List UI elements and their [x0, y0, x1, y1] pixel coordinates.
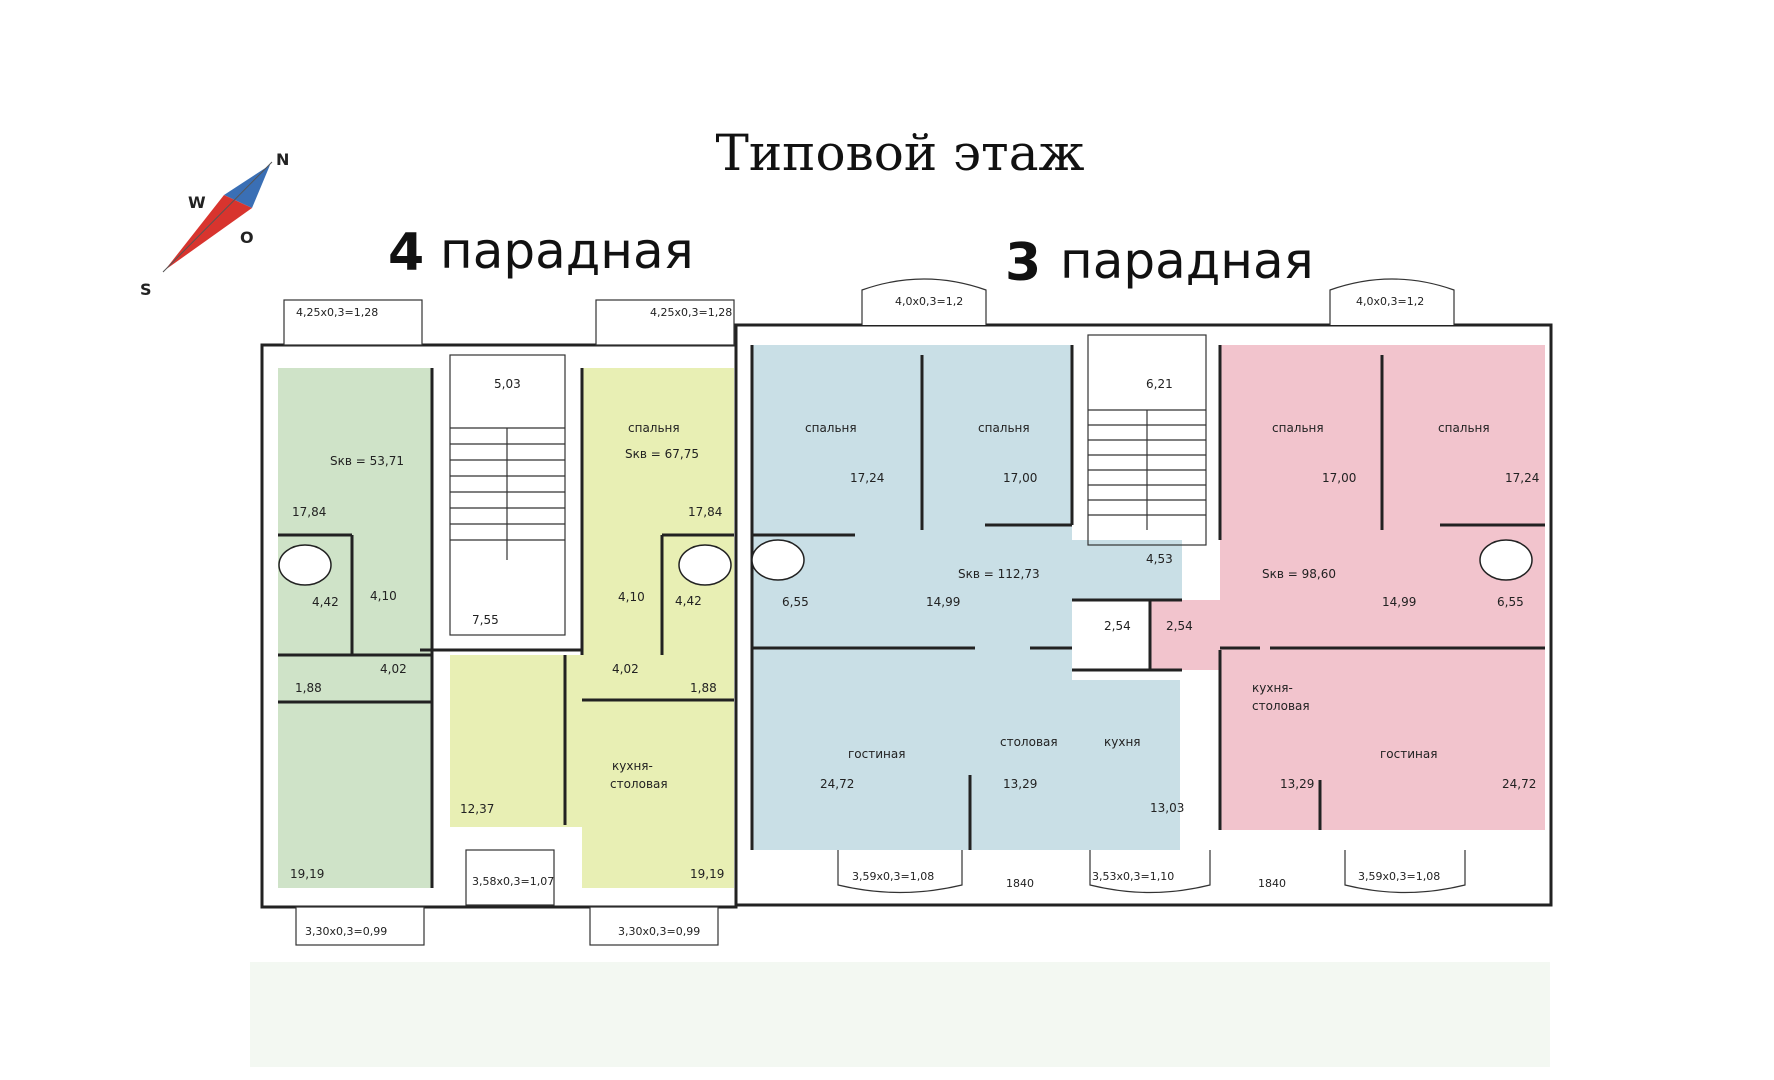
stair-label-4: 4,53: [1146, 552, 1173, 566]
balcony-label-10: 3,53x0,3=1,10: [1092, 870, 1174, 883]
pink-room-7: 24,72: [1502, 777, 1536, 791]
green-room-3: 4,10: [370, 589, 397, 603]
balcony-label-3: 4,0x0,3=1,2: [895, 295, 963, 308]
yellow-kitchen-line2: столовая: [610, 777, 668, 791]
pink-room-2: 17,24: [1505, 471, 1539, 485]
stair-label-1: 5,03: [494, 377, 521, 391]
apartment-blue-fill-2: [1072, 540, 1182, 600]
blue-bedroom-1: спальня: [805, 421, 857, 435]
balcony-label-5: 3,30x0,3=0,99: [305, 925, 387, 938]
balcony-label-6: 3,58x0,3=1,07: [472, 875, 554, 888]
compass-s-label: S: [140, 280, 152, 299]
entrance-4-heading: 4 парадная: [388, 222, 694, 283]
balcony-label-9: 1840: [1006, 877, 1034, 890]
yellow-room-2: 4,10: [618, 590, 645, 604]
blue-room-1: 17,24: [850, 471, 884, 485]
blue-room-5: 2,54: [1104, 619, 1131, 633]
apartment-blue: [752, 345, 1182, 850]
apartment-yellow: [450, 368, 734, 888]
apartment-yellow-fill: [582, 368, 734, 888]
blue-room-6: 24,72: [820, 777, 854, 791]
balcony-label-7: 3,30x0,3=0,99: [618, 925, 700, 938]
apartment-blue-fill: [752, 345, 1072, 850]
stair-label-2: 7,55: [472, 613, 499, 627]
balconies: [283, 278, 1466, 946]
entrance-3-word: парадная: [1060, 232, 1314, 290]
blue-bedroom-2: спальня: [978, 421, 1030, 435]
bathtub-icon: [278, 539, 1533, 586]
yellow-kitchen-line1: кухня-: [612, 759, 653, 773]
pink-room-5: 2,54: [1166, 619, 1193, 633]
entrance-4-word: парадная: [440, 222, 694, 280]
balcony-label-1: 4,25x0,3=1,28: [296, 306, 378, 319]
blue-area: Sкв = 112,73: [958, 567, 1040, 581]
compass-icon: N W O S: [140, 150, 289, 299]
blue-room-7: 13,29: [1003, 777, 1037, 791]
pink-room-6: 13,29: [1280, 777, 1314, 791]
green-room-5: 4,02: [380, 662, 407, 676]
walls: [260, 323, 1553, 909]
balcony-label-8: 3,59x0,3=1,08: [852, 870, 934, 883]
apartment-pink: [1150, 345, 1545, 830]
stairwell-left: [449, 354, 566, 636]
blue-room-2: 17,00: [1003, 471, 1037, 485]
yellow-area: Sкв = 67,75: [625, 447, 699, 461]
pink-living: гостиная: [1380, 747, 1437, 761]
blue-room-3: 6,55: [782, 595, 809, 609]
page-title: Типовой этаж: [715, 124, 1084, 182]
balcony-label-4: 4,0x0,3=1,2: [1356, 295, 1424, 308]
green-room-1: 17,84: [292, 505, 326, 519]
blue-room-4: 14,99: [926, 595, 960, 609]
yellow-room-7: 19,19: [690, 867, 724, 881]
yellow-room-6: 12,37: [460, 802, 494, 816]
apartment-green-fill: [278, 368, 432, 888]
apartment-pink-fill-2: [1150, 600, 1220, 670]
pink-bedroom-2: спальня: [1438, 421, 1490, 435]
green-area: Sкв = 53,71: [330, 454, 404, 468]
balcony-label-2: 4,25x0,3=1,28: [650, 306, 732, 319]
bottom-strip: [250, 962, 1550, 1067]
yellow-room-3: 4,42: [675, 594, 702, 608]
entrance-3-number: 3: [1005, 233, 1041, 293]
balcony-label-11: 1840: [1258, 877, 1286, 890]
pink-kitchen-line2: столовая: [1252, 699, 1310, 713]
compass-o-label: O: [240, 228, 254, 247]
pink-bedroom-1: спальня: [1272, 421, 1324, 435]
apartment-green: [278, 368, 432, 888]
blue-dining: столовая: [1000, 735, 1058, 749]
compass-south-needle: [165, 195, 252, 270]
yellow-room-5: 1,88: [690, 681, 717, 695]
entrance-3-heading: 3 парадная: [1005, 232, 1314, 293]
yellow-room-4: 4,02: [612, 662, 639, 676]
stairwell-right: [1087, 334, 1207, 546]
stair-label-3: 6,21: [1146, 377, 1173, 391]
balcony-label-12: 3,59x0,3=1,08: [1358, 870, 1440, 883]
apartment-blue-fill-3: [1072, 680, 1180, 850]
blue-kitchen: кухня: [1104, 735, 1141, 749]
green-room-4: 1,88: [295, 681, 322, 695]
apartment-yellow-fill-2: [450, 655, 582, 827]
blue-living: гостиная: [848, 747, 905, 761]
pink-kitchen-line1: кухня-: [1252, 681, 1293, 695]
green-room-6: 19,19: [290, 867, 324, 881]
compass-w-label: W: [188, 193, 206, 212]
green-room-2: 4,42: [312, 595, 339, 609]
pink-area: Sкв = 98,60: [1262, 567, 1336, 581]
compass-n-label: N: [276, 150, 289, 169]
yellow-bedroom: спальня: [628, 421, 680, 435]
pink-room-3: 14,99: [1382, 595, 1416, 609]
entrance-4-number: 4: [388, 223, 424, 283]
pink-room-4: 6,55: [1497, 595, 1524, 609]
pink-room-1: 17,00: [1322, 471, 1356, 485]
blue-room-8: 13,03: [1150, 801, 1184, 815]
yellow-room-1: 17,84: [688, 505, 722, 519]
